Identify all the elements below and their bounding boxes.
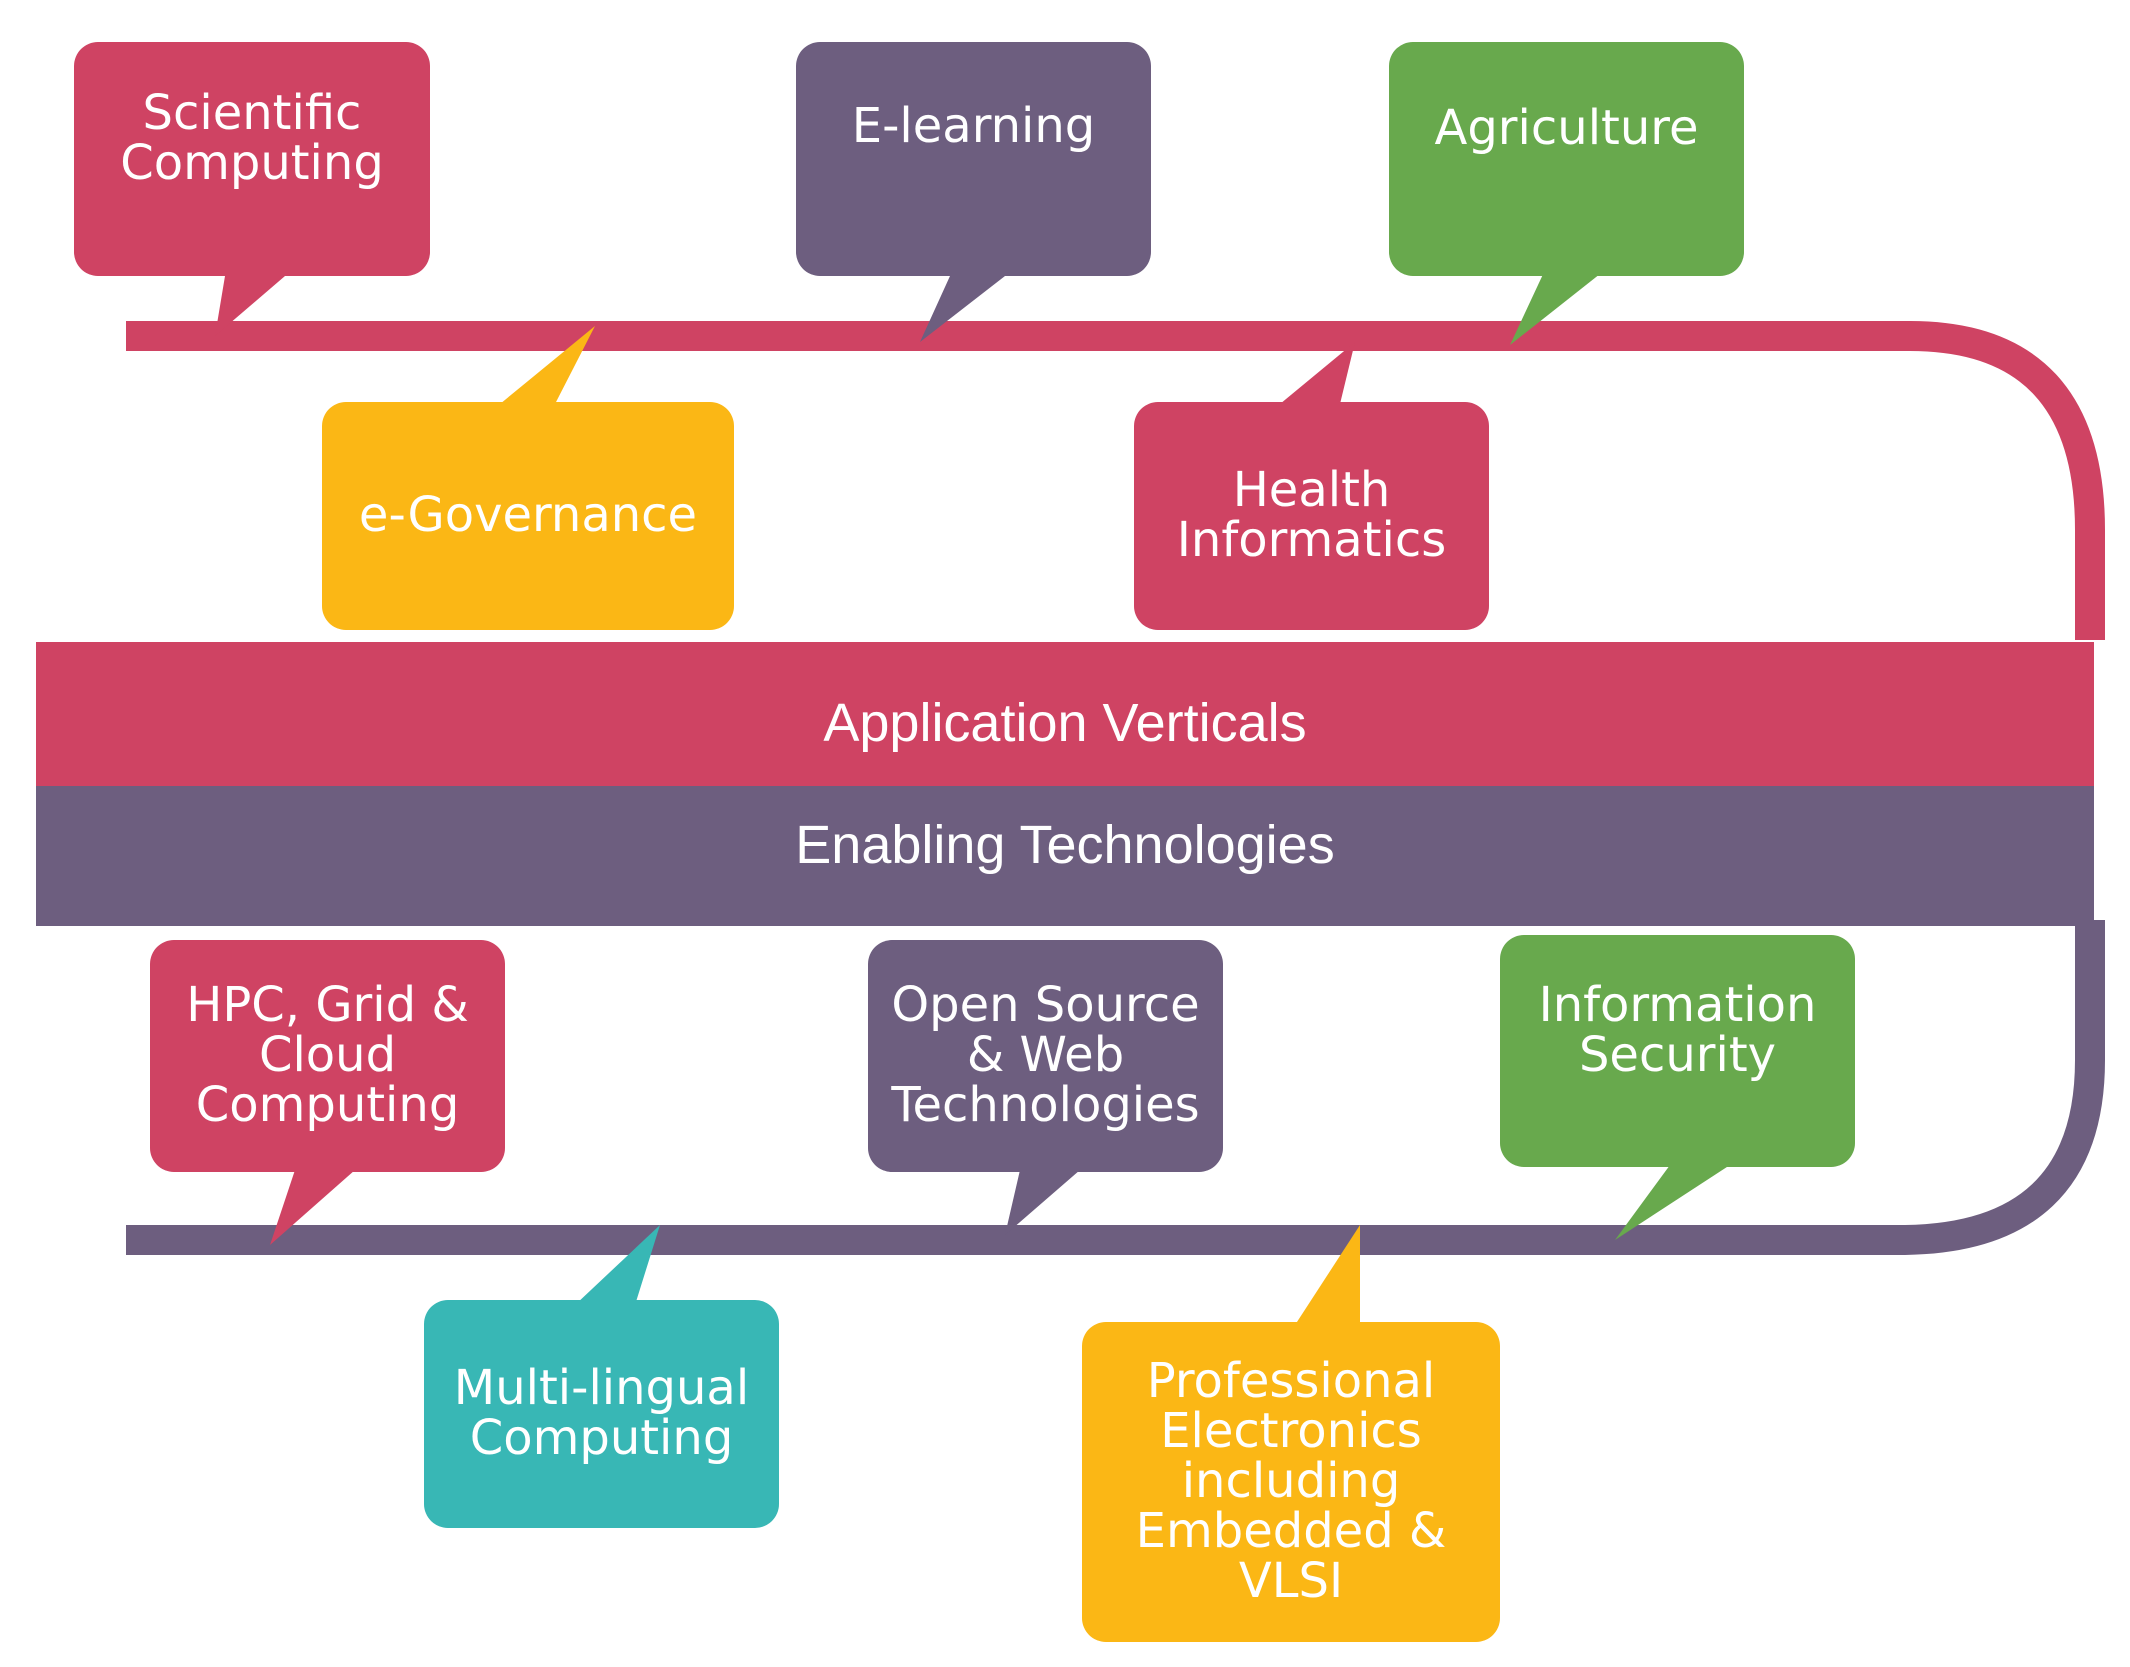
technology-information-security: Information Security — [1500, 935, 1855, 1167]
technology-label: HPC, Grid & Cloud Computing — [186, 977, 469, 1133]
vertical-label: Scientific Computing — [120, 85, 384, 191]
technology-label: Information Security — [1538, 977, 1817, 1083]
vertical-label: E-learning — [851, 98, 1096, 155]
e-governance-pointer — [500, 326, 595, 404]
technology-professional-electronics: Professional Electronics including Embed… — [1082, 1322, 1500, 1642]
vertical-e-learning: E-learning — [796, 42, 1151, 276]
application-verticals-band: Application Verticals — [36, 642, 2094, 786]
application-verticals-label: Application Verticals — [823, 693, 1307, 753]
vertical-label: e-Governance — [358, 487, 698, 544]
vertical-scientific-computing: Scientific Computing — [74, 42, 430, 276]
technology-label: Open Source & Web Technologies — [891, 977, 1200, 1133]
technology-label: Professional Electronics including Embed… — [1135, 1353, 1447, 1609]
enabling-technologies-band: Enabling Technologies — [36, 786, 2094, 926]
technology-label: Multi-lingual Computing — [453, 1360, 750, 1466]
vertical-e-governance: e-Governance — [322, 402, 734, 630]
professional-electronics-pointer — [1295, 1225, 1360, 1325]
application-rail — [126, 321, 2105, 640]
scientific-computing-pointer — [215, 276, 285, 336]
vertical-label: Health Informatics — [1176, 462, 1447, 568]
vertical-label: Agriculture — [1434, 100, 1699, 157]
agriculture-pointer — [1510, 270, 1605, 345]
technology-multi-lingual: Multi-lingual Computing — [424, 1300, 779, 1528]
vertical-agriculture: Agriculture — [1389, 42, 1744, 276]
information-security-pointer — [1615, 1165, 1730, 1240]
e-learning-pointer — [920, 276, 1005, 342]
technology-hpc-grid-cloud: HPC, Grid & Cloud Computing — [150, 940, 505, 1172]
hpc-pointer — [270, 1170, 355, 1245]
open-source-pointer — [1005, 1170, 1080, 1235]
technology-open-source-web: Open Source & Web Technologies — [868, 940, 1223, 1172]
enabling-technologies-label: Enabling Technologies — [795, 815, 1335, 875]
technology-rail — [126, 920, 2105, 1255]
health-informatics-pointer — [1280, 342, 1355, 404]
vertical-health-informatics: Health Informatics — [1134, 402, 1489, 630]
multi-lingual-pointer — [575, 1225, 660, 1305]
